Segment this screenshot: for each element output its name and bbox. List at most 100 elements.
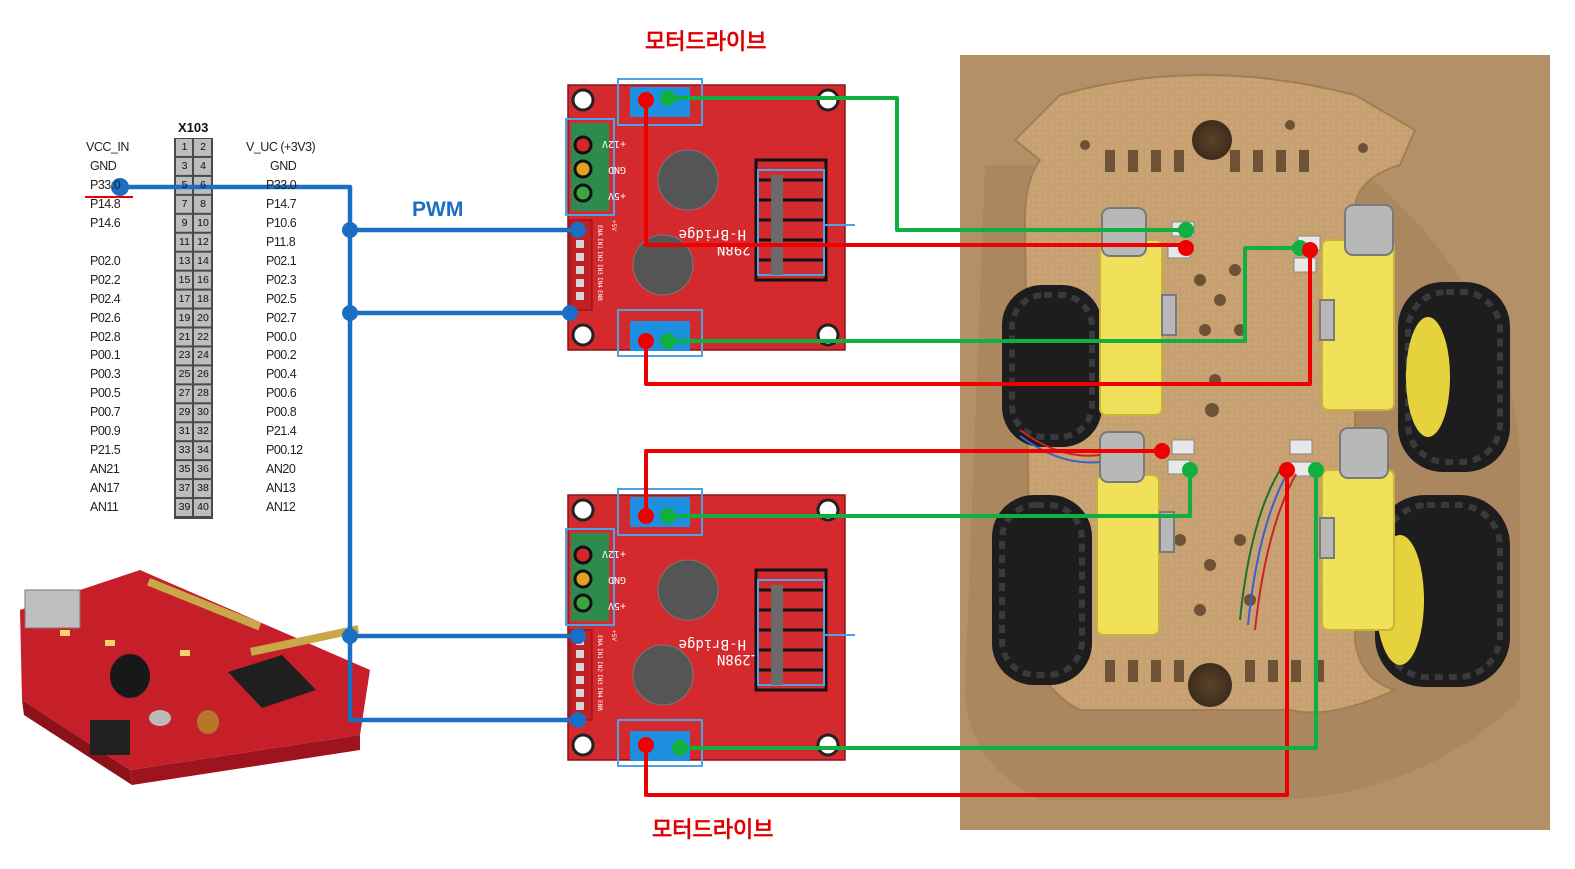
mount-hole [816, 733, 840, 757]
input-pin [576, 702, 584, 710]
terminal-outline-a [617, 488, 703, 536]
pin-label-left: P02.6 [90, 310, 121, 325]
pin-label-left: AN21 [90, 462, 120, 477]
motor-driver-bottom: +12VGND+5VH-BridgeL298NENAIN1IN2IN3IN4EN… [565, 488, 855, 767]
pin-number-odd: 21 [178, 330, 191, 343]
mount-hole [571, 323, 595, 347]
input-pin [576, 689, 584, 697]
pin-number-odd: 13 [178, 254, 191, 267]
pin-cell [176, 271, 192, 289]
pin-label-left: P00.9 [90, 424, 121, 439]
pin-cell [176, 499, 192, 516]
mount-hole [571, 88, 595, 112]
pin-cell [176, 309, 192, 327]
power-screw [573, 569, 593, 589]
chip-body [771, 585, 783, 685]
input-pin [576, 279, 584, 287]
pin-cell [194, 442, 211, 460]
pin-label-right: P00.0 [266, 329, 297, 344]
pin-cell [176, 404, 192, 422]
pin-label-left: P02.2 [90, 272, 121, 287]
vcc-pin-label: +5V [610, 630, 617, 641]
pin-cell [194, 328, 211, 346]
pin-label-right: AN13 [266, 481, 296, 496]
pin-number-odd: 29 [178, 406, 191, 419]
input-pin [576, 253, 584, 261]
pwm-wire-main [120, 184, 578, 723]
pin-cell [176, 347, 192, 365]
pin-cell [194, 139, 211, 156]
pin-label-right: GND [270, 158, 297, 173]
pin-label-right: P21.4 [266, 424, 297, 439]
pin-cell [176, 214, 192, 232]
pin-number-even: 6 [200, 178, 206, 191]
driver-pcb [567, 84, 846, 351]
pin-number-even: 26 [197, 368, 209, 381]
pin-label-left: P00.1 [90, 348, 121, 363]
pin-label-right: AN12 [266, 500, 296, 515]
input-pin [576, 266, 584, 274]
input-pin-label: IN3 [596, 674, 603, 685]
pin-cell [194, 290, 211, 308]
pin-label-left: P14.8 [90, 196, 121, 211]
pin-number-even: 4 [200, 159, 206, 172]
power-screw [573, 593, 593, 613]
pin-cell [194, 461, 211, 479]
pin-number-odd: 7 [181, 197, 188, 210]
pin-label-left: P00.5 [90, 386, 121, 401]
power-label: GND [608, 164, 626, 175]
wheel-rear-left [992, 495, 1092, 685]
pin-cell [176, 442, 192, 460]
header-title: X103 [178, 120, 209, 135]
chip-outline [757, 579, 825, 686]
driver-pcb [567, 494, 846, 761]
chip-bridge-label: H-Bridge [679, 226, 746, 242]
power-screw [573, 545, 593, 565]
robot-car-photo [960, 55, 1550, 830]
wheel-rear-right [1375, 495, 1510, 687]
pin-label-right: V_UC (+3V3) [246, 140, 316, 154]
pin-cell [194, 233, 211, 251]
pin-cell [176, 139, 192, 156]
pin-number-odd: 39 [178, 501, 191, 514]
pin-number-even: 14 [197, 254, 209, 267]
pin-cell [194, 385, 211, 403]
pin-label-right: AN20 [266, 462, 296, 477]
chip-name-label: L298N [717, 651, 759, 667]
pin-cell [194, 366, 211, 384]
pin-number-even: 8 [200, 197, 206, 210]
pin-label-left: AN11 [90, 500, 119, 515]
pin-cell [176, 290, 192, 308]
input-pin-label: ENA [596, 225, 603, 236]
pin-number-odd: 33 [178, 444, 191, 457]
pin-number-even: 2 [200, 141, 206, 153]
pin-number-even: 28 [197, 387, 209, 400]
input-pin-label: ENB [596, 700, 603, 711]
pin-label-left: AN17 [90, 481, 120, 496]
pin-label-right: P00.4 [266, 367, 297, 382]
pin-number-odd: 27 [178, 387, 191, 400]
pin-label-left: P02.8 [90, 329, 121, 344]
pin-number-odd: 9 [181, 216, 188, 229]
motor-wire-dots [638, 90, 1324, 756]
pin-label-left: P14.6 [90, 215, 121, 230]
input-pin [576, 650, 584, 658]
motor-wires-green [668, 96, 1318, 750]
capacitor-a [657, 559, 719, 621]
pin-cell [194, 195, 211, 213]
pin-cell [176, 423, 192, 441]
power-screw [573, 135, 593, 155]
chip-bridge-label: H-Bridge [679, 636, 746, 652]
input-pin [576, 292, 584, 300]
pin-cell [194, 404, 211, 422]
pin-number-even: 30 [197, 406, 209, 419]
pin-number-odd: 25 [178, 368, 191, 381]
power-label: +12V [602, 548, 626, 559]
input-pin [576, 240, 584, 248]
pin-number-odd: 5 [181, 178, 188, 191]
pin-cell [176, 195, 192, 213]
pin-label-right: P10.6 [266, 215, 297, 230]
input-pin-label: ENA [596, 635, 603, 646]
pin-cell [194, 480, 211, 498]
pin-label-left: GND [90, 158, 117, 173]
